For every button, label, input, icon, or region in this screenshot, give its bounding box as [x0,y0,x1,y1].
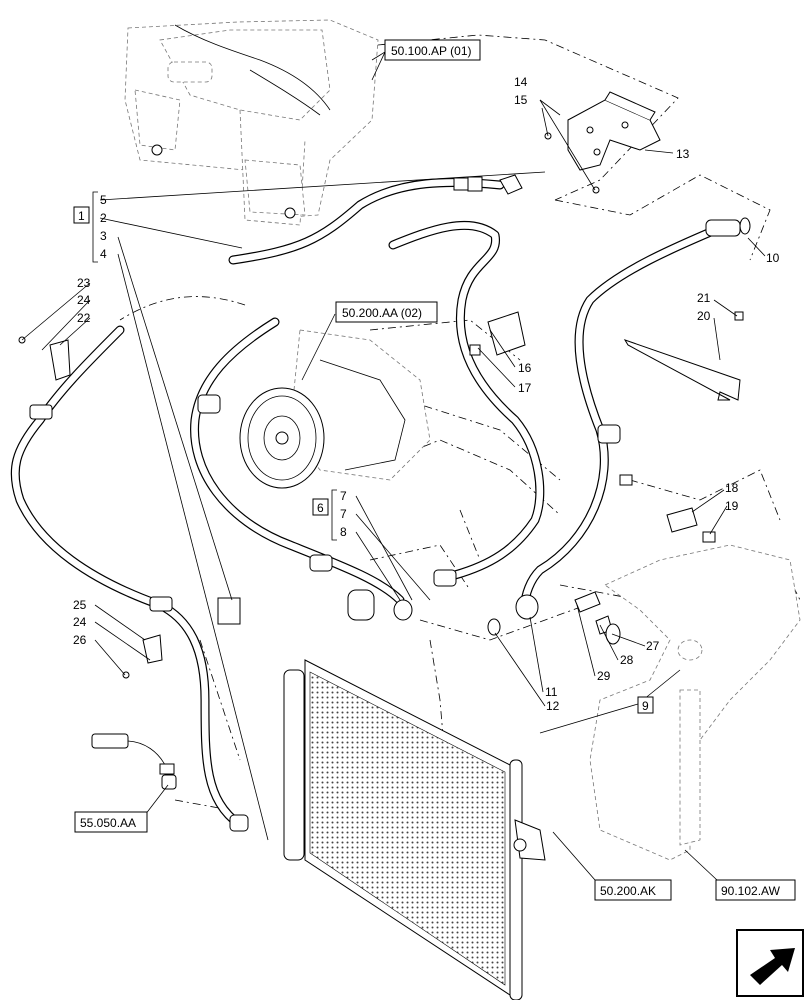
callout: 21 [697,291,711,305]
ref-50200ak: 50.200.AK [600,884,656,898]
hose-suction-upper [228,174,523,265]
hose-discharge [388,220,545,587]
ref-90102aw: 90.102.AW [721,884,781,898]
callout: 11 [545,685,558,699]
callout: 26 [73,633,87,647]
group-6-label: 6 [317,501,324,515]
group-9-label: 9 [642,699,649,713]
callout: 5 [100,193,107,207]
ref-50200aa: 50.200.AA (02) [342,306,422,320]
callout: 14 [514,75,528,89]
callout: 20 [697,309,711,323]
hvac-unit-outline [124,19,386,226]
ref-50100ap: 50.100.AP (01) [391,44,472,58]
callout: 2 [100,211,107,225]
reference-boxes: 50.100.AP (01) 50.200.AA (02) 55.050.AA … [74,39,796,901]
leader-lines [21,51,766,881]
callout: 29 [597,669,611,683]
condenser [283,659,546,1000]
fittings [487,591,621,645]
callout: 25 [73,598,87,612]
callout: 17 [518,381,532,395]
hose-liquid-right [515,217,751,620]
hose-bracket [544,91,661,194]
callout: 16 [518,361,532,375]
group-1-label: 1 [78,209,85,223]
callout: 3 [100,229,107,243]
callout: 18 [725,481,739,495]
callout: 12 [546,699,560,713]
small-brackets [18,311,744,679]
callout: 7 [340,507,347,521]
callout: 28 [620,653,634,667]
callout: 15 [514,93,528,107]
callout: 4 [100,247,107,261]
callout: 24 [73,615,87,629]
callout: 23 [77,276,91,290]
reference-lines [119,34,801,811]
callout: 22 [77,311,91,325]
compressor [239,329,431,489]
chassis-outline [589,544,801,861]
hose-compressor [190,317,413,621]
hose-left-long [10,325,249,832]
ref-55050aa: 55.050.AA [80,816,136,830]
callout: 10 [766,251,780,265]
next-page-arrow-icon[interactable] [736,929,804,997]
pressure-sensor [91,733,177,790]
callout: 27 [646,639,660,653]
callout: 8 [340,525,347,539]
group-boxes [73,191,654,714]
callout: 24 [77,293,91,307]
callout: 13 [676,147,690,161]
callout: 7 [340,489,347,503]
callout-numbers: 5 2 3 4 14 15 13 10 23 24 22 21 20 16 17… [73,75,780,713]
callout: 19 [725,499,739,513]
group-labels: 1 6 9 [78,209,649,713]
